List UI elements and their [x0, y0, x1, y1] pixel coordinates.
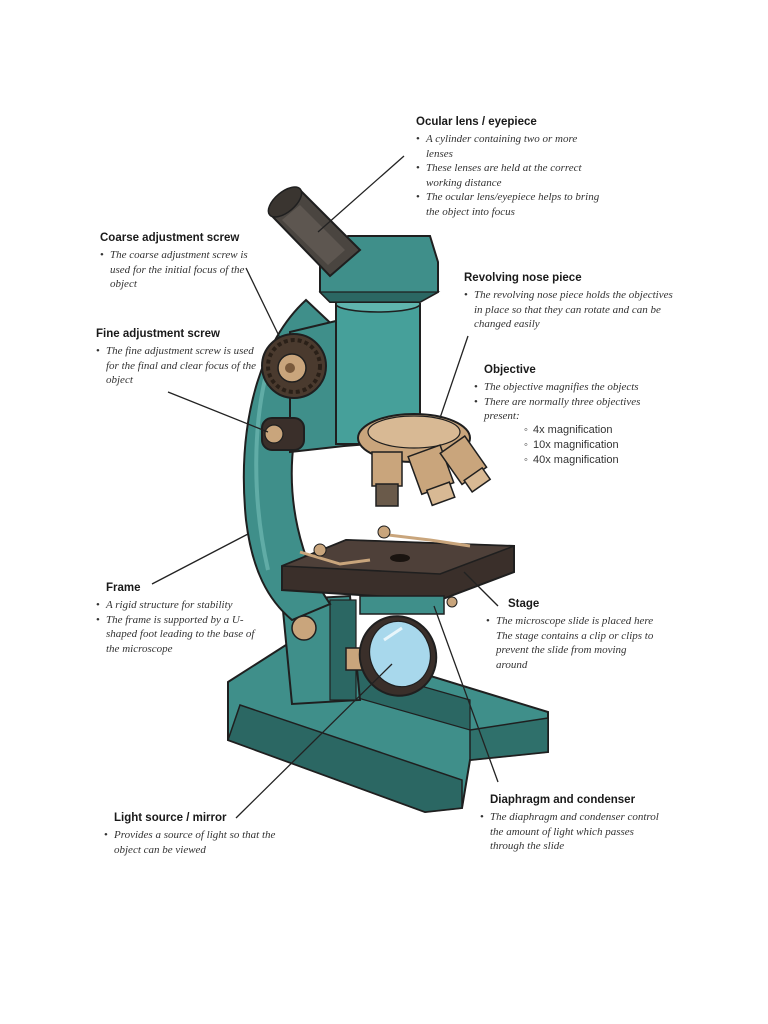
diaphragm-title: Diaphragm and condenser: [490, 794, 636, 806]
leader-fine: [167, 391, 269, 433]
stage-bullet-1: The microscope slide is placed here: [486, 614, 656, 629]
ocular-bullet-1: A cylinder containing two or more lenses: [416, 132, 606, 161]
diaphragm-label: Diaphragm and condenser The diaphragm an…: [480, 794, 668, 854]
objective-bullet-1: The objective magnifies the objects: [474, 380, 674, 395]
leader-ocular: [317, 155, 405, 233]
frame-label: Frame A rigid structure for stability Th…: [96, 582, 264, 656]
leader-stage: [463, 571, 499, 607]
objective-40x: [439, 435, 492, 493]
mirror: [345, 615, 438, 697]
coarse-label: Coarse adjustment screw The coarse adjus…: [100, 232, 270, 292]
revolving-title: Revolving nose piece: [464, 272, 582, 284]
light-label: Light source / mirror Provides a source …: [104, 812, 288, 857]
magnification-40x: 40x magnification: [524, 453, 674, 468]
magnification-10x: 10x magnification: [524, 438, 674, 453]
leader-lines: [151, 155, 499, 819]
frame-bullet-1: A rigid structure for stability: [96, 598, 264, 613]
condenser: [359, 595, 458, 615]
frame-title: Frame: [106, 582, 141, 594]
objectives: [371, 435, 492, 507]
fine-label: Fine adjustment screw The fine adjustmen…: [96, 328, 264, 388]
objective-label: Objective The objective magnifies the ob…: [474, 364, 674, 468]
revolving-bullet-1: The revolving nose piece holds the objec…: [464, 288, 676, 332]
frame-bullet-2: The frame is supported by a U-shaped foo…: [96, 613, 264, 657]
leader-light: [235, 663, 393, 819]
stage: [281, 525, 515, 602]
ocular-bullet-2: These lenses are held at the correct wor…: [416, 161, 606, 190]
leader-diaphragm: [433, 605, 499, 783]
magnification-4x: 4x magnification: [524, 423, 674, 438]
objective-bullet-2: There are normally three objectives pres…: [474, 395, 674, 424]
light-bullet-1: Provides a source of light so that the o…: [104, 828, 288, 857]
fine-title: Fine adjustment screw: [96, 328, 220, 340]
ocular-label: Ocular lens / eyepiece A cylinder contai…: [416, 116, 606, 219]
objective-4x: [371, 451, 403, 507]
ocular-tube: [267, 186, 362, 278]
coarse-adjustment-knob: [261, 333, 327, 399]
coarse-title: Coarse adjustment screw: [100, 232, 240, 244]
fine-bullet-1: The fine adjustment screw is used for th…: [96, 344, 264, 388]
light-title: Light source / mirror: [114, 812, 227, 824]
coarse-bullet-1: The coarse adjustment screw is used for …: [100, 248, 270, 292]
leader-frame: [151, 533, 249, 585]
ocular-title: Ocular lens / eyepiece: [416, 116, 537, 128]
pillar-knob: [291, 615, 317, 641]
stage-title: Stage: [508, 598, 540, 610]
ocular-bullet-3: The ocular lens/eyepiece helps to bring …: [416, 190, 606, 219]
stage-label: Stage The microscope slide is placed her…: [486, 598, 656, 672]
objective-title: Objective: [484, 364, 536, 376]
stage-extra-text: The stage contains a clip or clips to pr…: [496, 629, 654, 671]
revolving-label: Revolving nose piece The revolving nose …: [464, 272, 676, 332]
leader-revolving: [439, 335, 469, 419]
fine-adjustment-knob: [261, 417, 305, 451]
diaphragm-bullet-1: The diaphragm and condenser control the …: [480, 810, 668, 854]
